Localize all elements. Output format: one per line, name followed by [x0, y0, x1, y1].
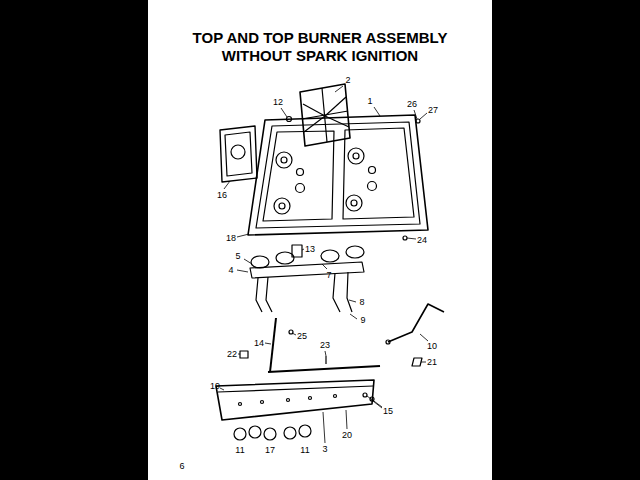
clip [412, 358, 422, 366]
callout-number: 15 [383, 406, 393, 416]
rail [268, 366, 380, 372]
callout-number: 26 [407, 99, 417, 109]
callout-number: 14 [254, 338, 264, 348]
rod [270, 318, 276, 372]
control-panel [216, 380, 374, 440]
leader-lines [220, 86, 428, 443]
callout-number: 21 [427, 357, 437, 367]
callout-number: 7 [326, 270, 331, 280]
callout-number: 8 [359, 297, 364, 307]
callout-number: 17 [265, 445, 275, 455]
callout-number: 12 [273, 97, 283, 107]
callout-number: 22 [227, 349, 237, 359]
callout-number: 25 [297, 331, 307, 341]
callout-number: 1 [367, 96, 372, 106]
side-bar [0, 0, 148, 480]
callout-number: 11 [300, 445, 309, 455]
cooktop-top [248, 115, 428, 235]
page-number: 6 [179, 461, 184, 471]
burner-assembly [250, 245, 364, 334]
side-bar [492, 0, 640, 480]
callout-number: 5 [235, 251, 240, 261]
callout-number: 18 [226, 233, 236, 243]
grate [300, 84, 350, 146]
callout-number: 13 [305, 244, 315, 254]
callout-number: 16 [217, 190, 227, 200]
callout-number: 19 [210, 381, 220, 391]
tube [388, 304, 444, 342]
callout-number: 10 [427, 341, 437, 351]
callout-number: 27 [428, 105, 438, 115]
callout-number: 4 [228, 265, 233, 275]
callout-number: 23 [320, 340, 330, 350]
diagram-title: TOP AND TOP BURNER ASSEMBLY WITHOUT SPAR… [185, 29, 455, 65]
callout-number: 3 [322, 444, 327, 454]
drip-pan [220, 126, 257, 182]
clip [240, 351, 248, 358]
callout-number: 20 [342, 430, 352, 440]
callout-number: 11 [235, 445, 244, 455]
callout-number: 24 [417, 235, 427, 245]
callout-number: 2 [345, 75, 350, 85]
callout-number: 9 [360, 315, 365, 325]
